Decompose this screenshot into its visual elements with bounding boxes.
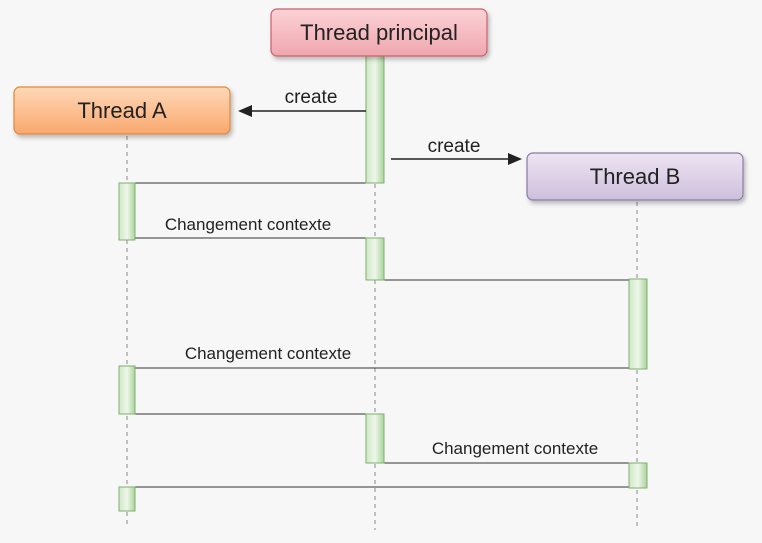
activation-thread-principal — [365, 237, 385, 281]
message-label-create-b: create — [428, 136, 481, 157]
activation-thread-a — [118, 182, 136, 241]
activation-thread-a — [118, 365, 136, 415]
activation-thread-b — [628, 462, 648, 489]
participant-thread-principal: Thread principal — [270, 8, 488, 57]
message-label-switch-1: Changement contexte — [165, 215, 331, 234]
activation-thread-b — [628, 278, 648, 370]
activation-thread-principal — [365, 55, 385, 184]
participant-label: Thread principal — [300, 20, 458, 45]
message-label-create-a: create — [285, 87, 338, 108]
message-label-switch-3: Changement contexte — [432, 439, 598, 458]
participant-thread-b: Thread B — [526, 152, 744, 201]
message-label-switch-2: Changement contexte — [185, 344, 351, 363]
activation-thread-principal — [365, 413, 385, 464]
activation-thread-a — [118, 486, 136, 512]
participant-thread-a: Thread A — [13, 86, 231, 135]
participant-label: Thread A — [77, 98, 167, 123]
participant-label: Thread B — [590, 164, 681, 189]
